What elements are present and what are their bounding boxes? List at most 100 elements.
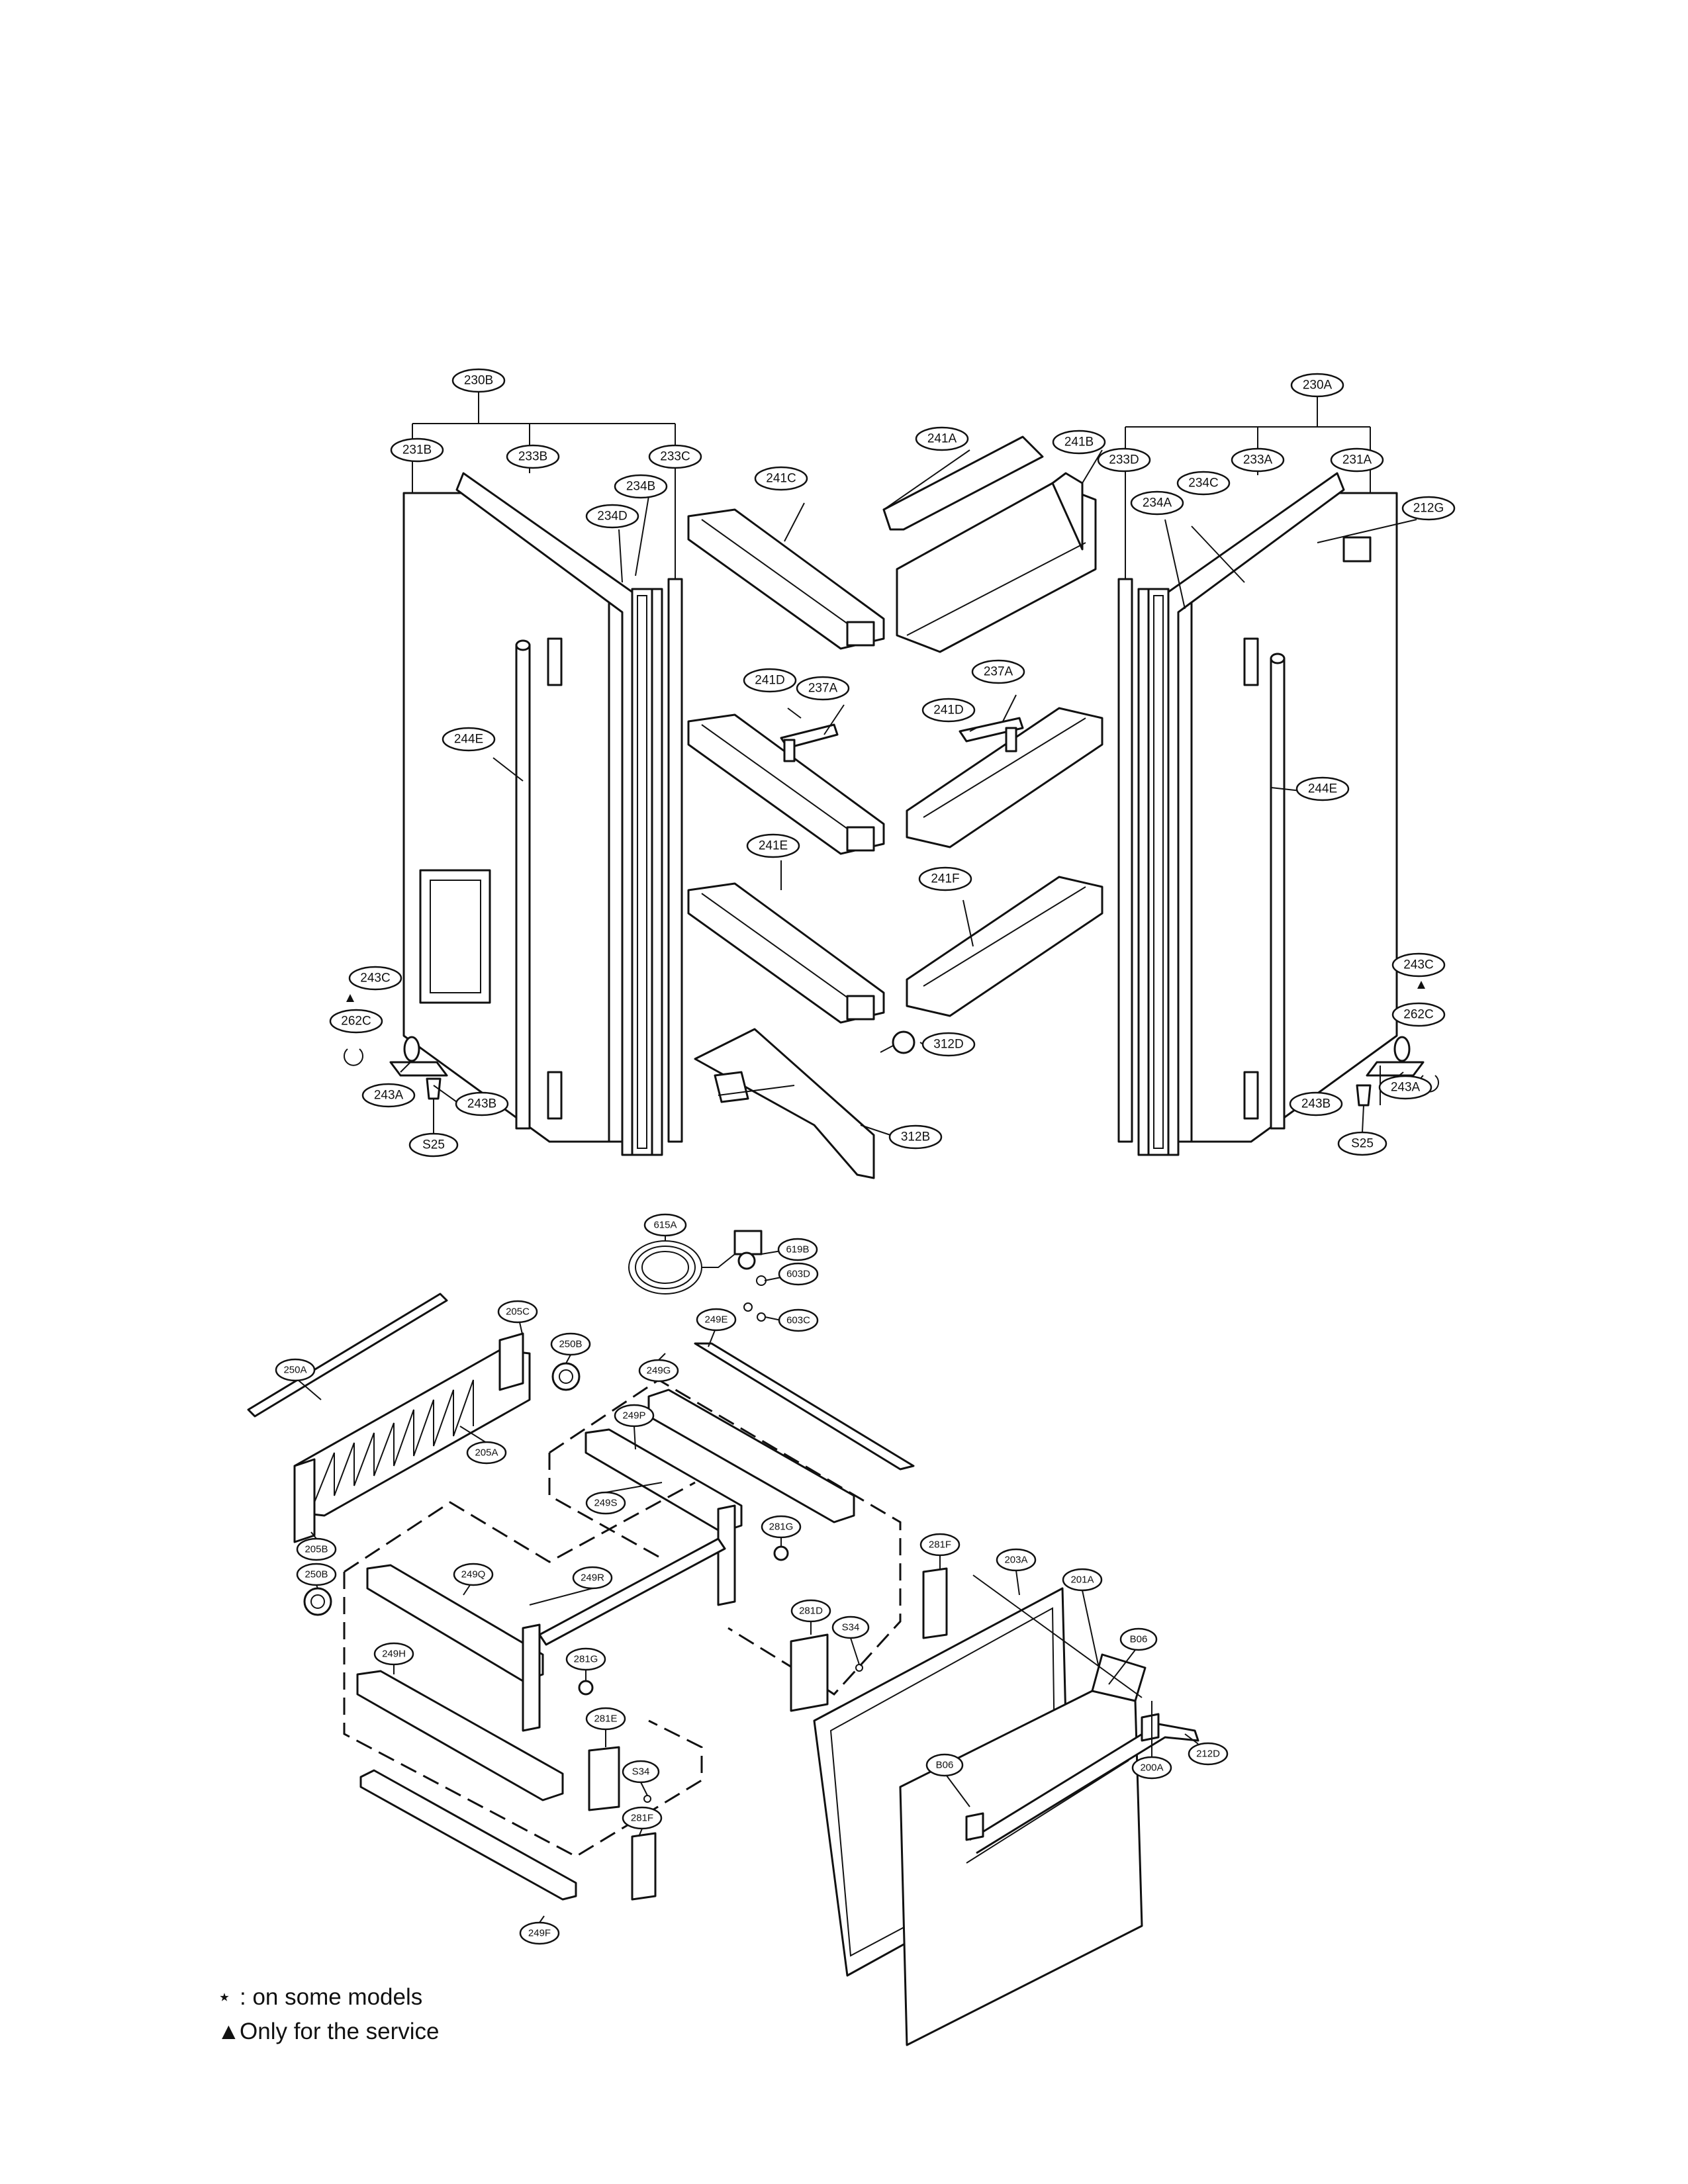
svg-text:233A: 233A xyxy=(1243,453,1273,467)
left-door-231B xyxy=(402,492,624,1143)
svg-text:201A: 201A xyxy=(1070,1574,1094,1586)
callout-615A: 615A xyxy=(643,1213,687,1237)
svg-text:241D: 241D xyxy=(933,704,963,717)
svg-text:312B: 312B xyxy=(901,1130,930,1144)
callout-205B: 205B xyxy=(296,1537,337,1561)
callout-249Q: 249Q xyxy=(453,1563,494,1586)
right-door-gaskets xyxy=(1117,472,1345,1156)
callout-233A: 233A xyxy=(1231,447,1285,473)
callout-234B: 234B xyxy=(614,474,668,499)
callout-603D: 603D xyxy=(778,1262,819,1286)
callout-212D: 212D xyxy=(1188,1742,1229,1766)
svg-text:281E: 281E xyxy=(594,1713,617,1725)
svg-text:249S: 249S xyxy=(594,1498,617,1509)
callout-230A: 230A xyxy=(1290,373,1344,398)
svg-text:241F: 241F xyxy=(931,872,959,886)
callout-241F: 241F xyxy=(918,866,972,891)
svg-text:281F: 281F xyxy=(929,1539,951,1551)
callout-231B: 231B xyxy=(390,437,444,463)
svg-text:249H: 249H xyxy=(382,1649,406,1660)
door-basket-241D-left xyxy=(687,713,885,855)
cover-281F-upper xyxy=(922,1567,948,1639)
rail-249F xyxy=(359,1769,577,1901)
svg-text:234D: 234D xyxy=(597,510,627,523)
svg-text:234A: 234A xyxy=(1143,496,1172,510)
svg-text:212G: 212G xyxy=(1413,502,1444,516)
callout-250A: 250A xyxy=(275,1358,316,1382)
callout-281F-lower: 281F xyxy=(622,1806,663,1830)
gear-250B-bottom xyxy=(303,1587,332,1616)
svg-text:243B: 243B xyxy=(467,1097,496,1111)
callout-249H: 249H xyxy=(373,1642,414,1666)
callout-243C-right: 243C xyxy=(1391,952,1446,978)
svg-text:231B: 231B xyxy=(402,443,432,457)
callout-S25-left: S25 xyxy=(408,1132,459,1158)
svg-text:234B: 234B xyxy=(626,480,655,494)
callout-281G-upper: 281G xyxy=(761,1515,802,1539)
svg-text:250B: 250B xyxy=(305,1569,328,1580)
callout-249S: 249S xyxy=(585,1491,626,1515)
drawer-frame-assembly-left xyxy=(343,1481,726,1858)
svg-text:S25: S25 xyxy=(422,1138,445,1152)
door-basket-241D-right xyxy=(906,707,1103,848)
callout-B06-upper: B06 xyxy=(1119,1627,1158,1651)
callout-250B-bottom: 250B xyxy=(296,1563,337,1586)
callout-244E-left: 244E xyxy=(442,727,496,752)
left-hinge-parts xyxy=(344,1036,448,1100)
door-basket-241C xyxy=(687,508,885,650)
svg-text:241A: 241A xyxy=(927,432,957,446)
callout-203A: 203A xyxy=(996,1548,1037,1572)
svg-text:281D: 281D xyxy=(799,1606,823,1617)
svg-text:249R: 249R xyxy=(581,1572,604,1584)
svg-text:241B: 241B xyxy=(1064,435,1094,449)
callout-200A: 200A xyxy=(1131,1756,1172,1780)
svg-text:619B: 619B xyxy=(786,1244,809,1255)
svg-text:231A: 231A xyxy=(1342,453,1372,467)
cap-281G-upper xyxy=(773,1545,789,1561)
drawer-handle-212D xyxy=(965,1713,1199,1854)
legend-service-only: ▲Only for the service xyxy=(217,2019,440,2045)
door-bin-241A-cover xyxy=(882,435,1044,531)
callout-249E: 249E xyxy=(696,1308,737,1332)
callout-619B: 619B xyxy=(777,1238,818,1261)
callout-312D: 312D xyxy=(921,1032,976,1057)
svg-text:244E: 244E xyxy=(1308,782,1337,796)
callout-S34-left: S34 xyxy=(622,1760,660,1784)
door-basket-241E xyxy=(687,882,885,1024)
door-basket-241F xyxy=(906,876,1103,1017)
svg-text:250A: 250A xyxy=(283,1365,306,1376)
callout-233C: 233C xyxy=(648,444,702,469)
svg-text:S34: S34 xyxy=(842,1622,860,1633)
svg-text:233B: 233B xyxy=(518,450,547,464)
svg-text:249G: 249G xyxy=(647,1365,671,1377)
legend-text-service-only: Only for the service xyxy=(240,2019,440,2044)
water-tube-coil-615A xyxy=(628,1240,735,1295)
svg-text:S34: S34 xyxy=(632,1766,650,1778)
callout-233D: 233D xyxy=(1097,447,1151,473)
right-hinge-parts xyxy=(1356,1036,1439,1107)
svg-text:S25: S25 xyxy=(1351,1137,1374,1151)
callout-241A: 241A xyxy=(915,426,969,451)
svg-text:237A: 237A xyxy=(984,665,1013,679)
left-door-gaskets xyxy=(455,472,683,1156)
svg-text:249F: 249F xyxy=(528,1928,551,1939)
svg-text:233D: 233D xyxy=(1109,453,1139,467)
callout-250B-top: 250B xyxy=(550,1332,591,1356)
svg-text:603D: 603D xyxy=(786,1269,810,1280)
right-door-handle-244E xyxy=(1243,637,1286,1130)
svg-text:B06: B06 xyxy=(1130,1634,1148,1645)
valve-619B xyxy=(733,1230,763,1270)
svg-text:243A: 243A xyxy=(1391,1081,1421,1095)
gear-250B-top xyxy=(551,1362,581,1391)
callout-237A-left: 237A xyxy=(796,676,850,701)
svg-text:205A: 205A xyxy=(475,1447,498,1459)
left-door-handle-244E xyxy=(515,637,563,1130)
svg-text:262C: 262C xyxy=(341,1015,371,1028)
triangle-icon: ▲ xyxy=(217,2019,240,2044)
svg-text:244E: 244E xyxy=(454,733,483,747)
svg-text:241D: 241D xyxy=(755,674,784,688)
svg-text:281G: 281G xyxy=(574,1654,598,1665)
svg-text:230B: 230B xyxy=(464,374,493,388)
asterisk-icon: ⋆ xyxy=(217,1984,232,2010)
callout-241D-right: 241D xyxy=(921,698,976,723)
